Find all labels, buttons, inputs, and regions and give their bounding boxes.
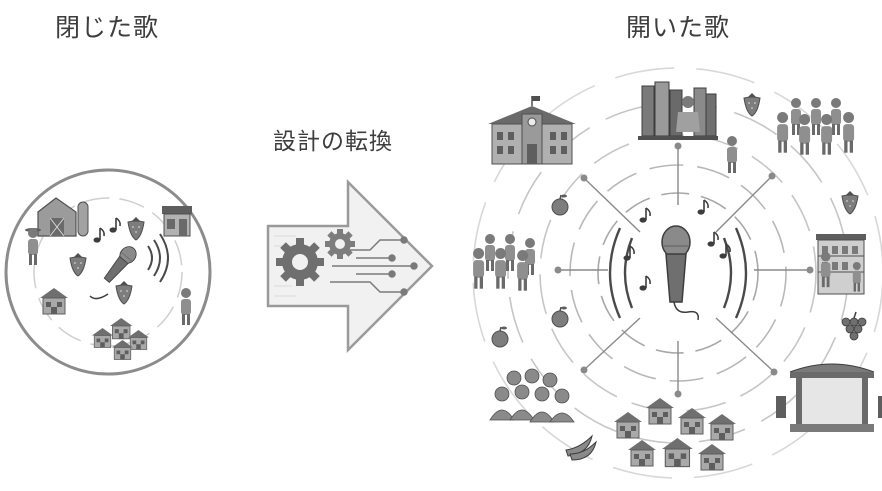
circuit-icon bbox=[330, 236, 418, 296]
microphone-icon bbox=[661, 225, 700, 321]
music-note-icon bbox=[638, 275, 651, 292]
strawberry-icon bbox=[841, 190, 859, 215]
closed-song-circle bbox=[4, 168, 212, 376]
gear-icon bbox=[325, 229, 355, 259]
music-note-icon bbox=[706, 231, 719, 248]
open-song-title: 開いた歌 bbox=[626, 13, 731, 42]
barn-icon bbox=[37, 197, 89, 237]
crowd-icon bbox=[473, 234, 535, 291]
school-icon bbox=[488, 96, 576, 165]
strawberry-icon bbox=[743, 92, 761, 117]
spoke-lines bbox=[560, 148, 808, 392]
audience-icon bbox=[489, 368, 575, 423]
apple-icon bbox=[491, 325, 509, 348]
gear-icon bbox=[276, 238, 324, 286]
town-icon bbox=[613, 397, 737, 471]
grapes-icon bbox=[841, 311, 867, 341]
music-note-icon bbox=[696, 199, 709, 216]
apple-icon bbox=[551, 305, 569, 328]
person-icon bbox=[727, 136, 737, 173]
crowd-icon bbox=[777, 98, 855, 155]
design-shift-label: 設計の転換 bbox=[273, 129, 393, 155]
library-icon bbox=[638, 81, 718, 140]
apple-icon bbox=[551, 193, 569, 216]
market-icon bbox=[816, 234, 866, 295]
closed-song-title: 閉じた歌 bbox=[55, 13, 160, 42]
arrow-icon bbox=[266, 178, 434, 354]
music-note-icon bbox=[638, 207, 651, 224]
farmer-icon bbox=[25, 228, 41, 265]
shop-icon bbox=[162, 206, 192, 237]
stage-icon bbox=[776, 363, 882, 432]
spoke-dots bbox=[554, 142, 814, 398]
banana-icon bbox=[565, 434, 597, 461]
